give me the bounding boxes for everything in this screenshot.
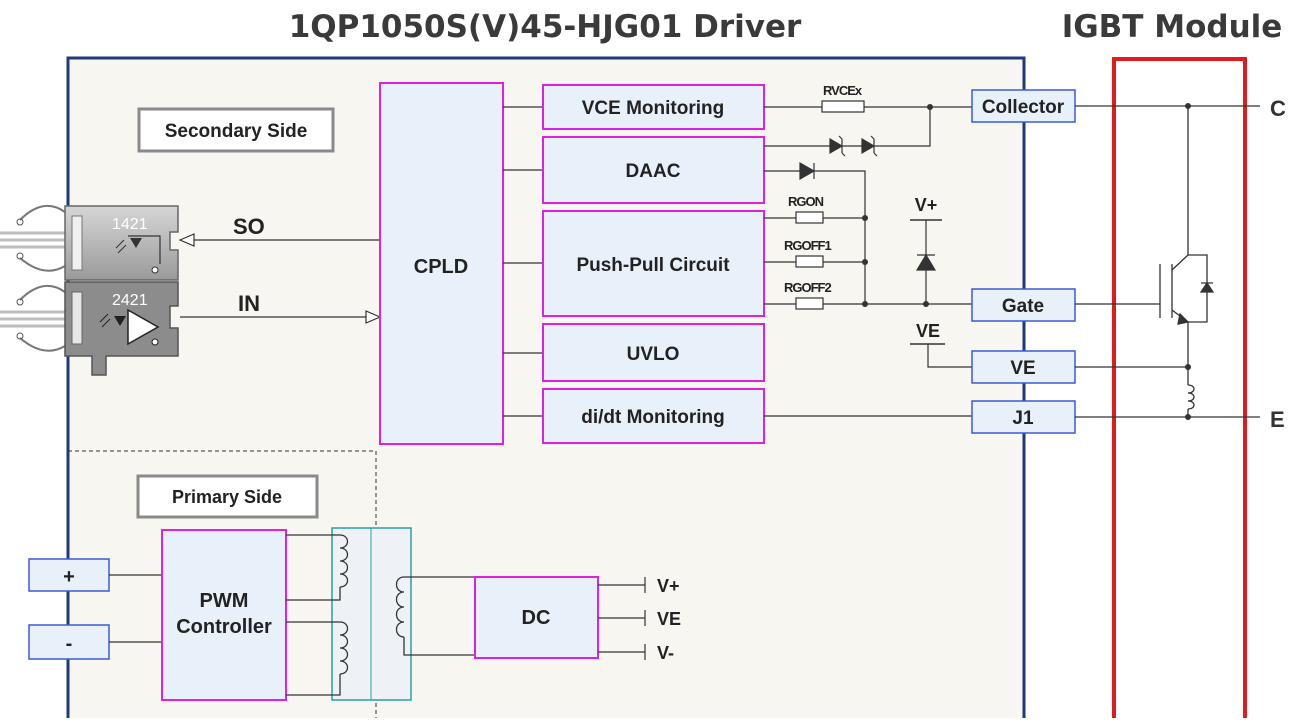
primary-side-box <box>136 474 319 519</box>
connector-upper: 1421 <box>0 204 179 281</box>
secondary-side-label: Secondary Side <box>165 121 308 142</box>
cpld-block <box>379 82 504 445</box>
module-title: IGBT Module <box>1062 9 1283 45</box>
dc-outputs <box>598 577 646 660</box>
rgoff1-label: RGOFF1 <box>784 238 831 253</box>
j1-pin-label: J1 <box>1012 408 1034 429</box>
minus-pin-label: - <box>66 633 73 655</box>
dc-block <box>474 576 599 659</box>
clamp-diode <box>915 253 937 271</box>
daac-block <box>542 136 765 204</box>
pwm-label-line1: PWM <box>200 590 249 612</box>
uvlo-label: UVLO <box>627 344 680 365</box>
primary-side-label: Primary Side <box>172 487 282 507</box>
ve-pin <box>971 350 1076 384</box>
ve-signal-label: VE <box>916 321 940 341</box>
connector-upper-label: 1421 <box>112 216 148 233</box>
rgoff2-resistor <box>795 297 824 310</box>
driver-title: 1QP1050S(V)45-HJG01 Driver <box>289 9 802 45</box>
rvcex-resistor <box>821 100 865 113</box>
dc-vminus-label: V- <box>657 643 674 663</box>
rgon-label: RGON <box>788 194 824 209</box>
secondary-side-box <box>137 107 335 153</box>
pwm-controller-block <box>161 529 287 701</box>
push-pull-block <box>542 210 765 317</box>
igbt-symbol <box>1159 106 1215 417</box>
so-arrow <box>178 233 195 247</box>
connector-lower: 2421 <box>0 281 179 376</box>
terminal-c: C <box>1270 96 1286 121</box>
push-pull-label: Push-Pull Circuit <box>576 255 730 276</box>
vce-monitoring-block <box>542 84 765 130</box>
so-label: SO <box>233 214 265 239</box>
plus-pin-label: + <box>63 566 75 588</box>
in-label: IN <box>238 291 260 316</box>
dc-vplus-label: V+ <box>657 576 680 596</box>
uvlo-block <box>542 323 765 382</box>
rgon-resistor <box>795 211 824 224</box>
igbt-module-frame <box>1112 57 1247 723</box>
rgoff2-label: RGOFF2 <box>784 280 831 295</box>
collector-pin-label: Collector <box>982 97 1065 118</box>
transformer-windings <box>286 528 475 700</box>
dc-label: DC <box>522 607 551 629</box>
terminal-e: E <box>1270 407 1285 432</box>
collector-pin <box>971 89 1076 123</box>
rvcex-label: RVCEx <box>823 83 863 98</box>
in-arrow <box>365 310 382 324</box>
dc-ve-label: VE <box>657 609 681 629</box>
ve-pin-label: VE <box>1010 358 1035 379</box>
connector-lower-label: 2421 <box>112 292 148 309</box>
pwm-label-line2: Controller <box>176 616 272 638</box>
wire-daac-collector <box>764 107 931 147</box>
daac-label: DAAC <box>626 161 681 182</box>
diode-daac <box>799 161 816 181</box>
vplus-label: V+ <box>915 195 938 215</box>
zener-2 <box>861 135 878 157</box>
plus-pin <box>28 558 110 592</box>
minus-pin <box>28 624 110 660</box>
didt-monitoring-label: di/dt Monitoring <box>581 407 725 428</box>
cpld-label: CPLD <box>414 256 468 278</box>
gate-pin-label: Gate <box>1002 296 1044 317</box>
gate-pin <box>971 288 1076 322</box>
rgoff1-resistor <box>795 255 824 268</box>
vce-monitoring-label: VCE Monitoring <box>582 98 724 119</box>
zener-1 <box>829 135 846 157</box>
